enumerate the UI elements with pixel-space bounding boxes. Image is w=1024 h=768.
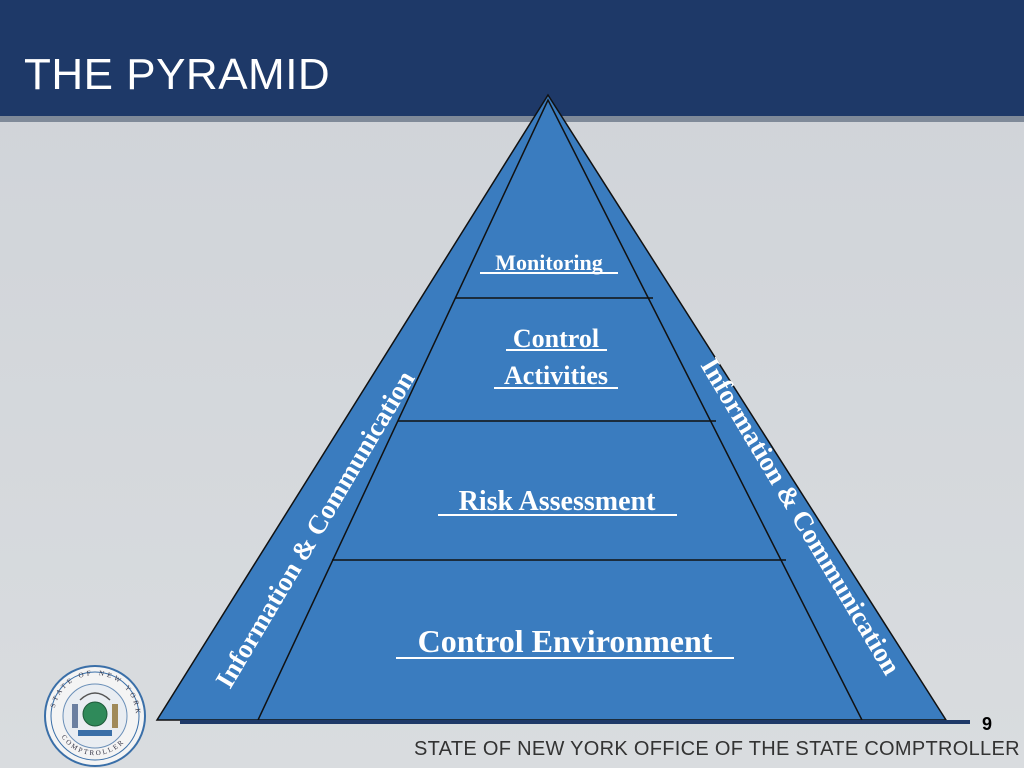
level-control-environment: Control Environment [418,623,713,659]
footer-text: STATE OF NEW YORK OFFICE OF THE STATE CO… [414,738,1020,760]
header-divider [0,116,1024,122]
footer-divider [180,720,970,724]
level-control-activities-line2: Activities [504,361,608,390]
level-control-activities-line1: Control [513,324,599,353]
page-number: 9 [982,714,993,734]
level-risk-assessment: Risk Assessment [459,486,656,517]
state-seal-icon: STATE OF NEW YORK COMPTROLLER [44,665,146,767]
slide-title: THE PYRAMID [24,50,331,99]
slide-header [0,0,1024,116]
level-monitoring: Monitoring [495,250,603,275]
